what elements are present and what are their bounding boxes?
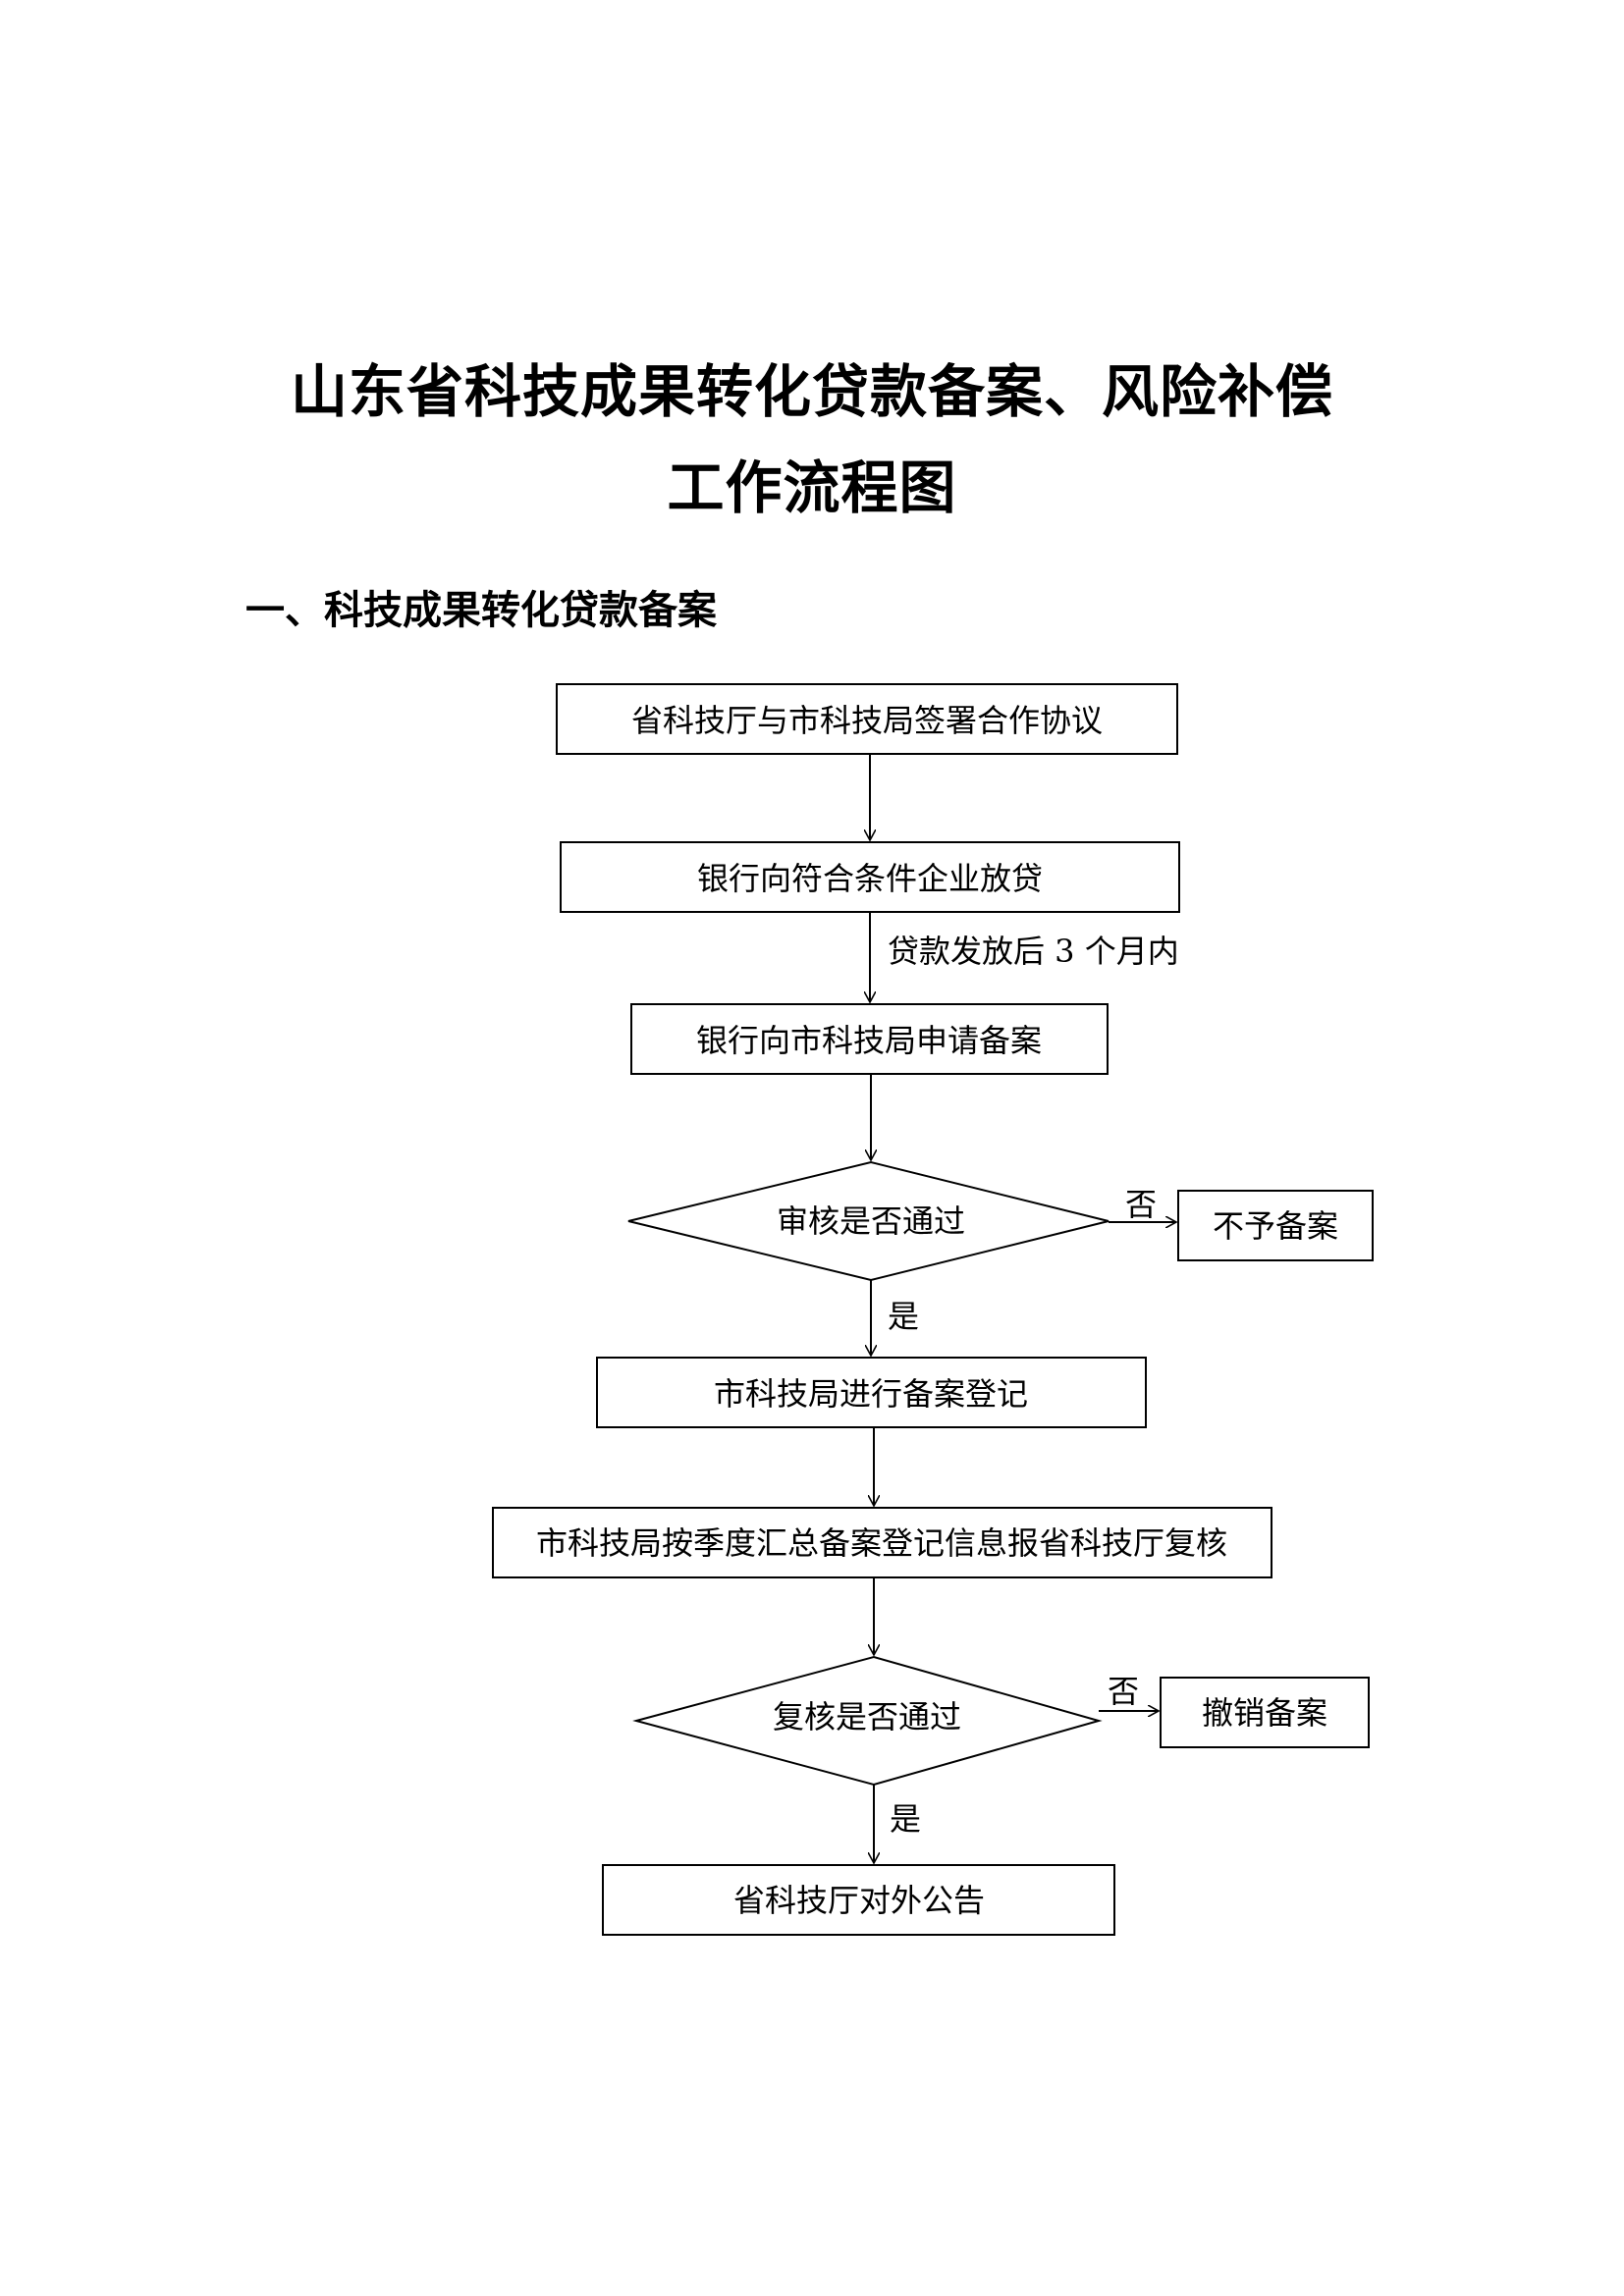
step-bank-apply-filing-label: 银行向市科技局申请备案 [696,1022,1042,1059]
step-public-announcement-label: 省科技厅对外公告 [733,1882,985,1919]
step-quarterly-summary-box [492,1507,1272,1578]
edge-within-3-months-label: 贷款发放后 3 个月内 [888,933,1179,970]
decision-recheck-passed-diamond [632,1655,1103,1787]
decision2-no-label: 否 [1108,1673,1139,1710]
page-title-line-2: 工作流程图 [667,454,957,521]
page-title-line-1: 山东省科技成果转化贷款备案、风险补偿 [290,358,1333,425]
result-revoke-filing-label: 撤销备案 [1202,1694,1327,1732]
step-city-registration-box [596,1357,1147,1428]
decision-review-passed-label: 审核是否通过 [777,1202,965,1240]
result-revoke-filing-box [1160,1677,1370,1748]
step-city-registration-label: 市科技局进行备案登记 [714,1375,1028,1413]
decision1-yes-label: 是 [888,1298,919,1335]
step-sign-agreement-label: 省科技厅与市科技局签署合作协议 [631,702,1103,739]
result-not-filed-box [1177,1190,1374,1261]
step-sign-agreement-box [556,683,1178,755]
section-heading: 一、科技成果转化贷款备案 [245,588,717,633]
step-bank-apply-filing-box [630,1003,1109,1075]
decision-recheck-passed-label: 复核是否通过 [773,1698,961,1735]
step-bank-lending-label: 银行向符合条件企业放贷 [697,860,1043,897]
decision1-no-label: 否 [1125,1186,1157,1223]
result-not-filed-label: 不予备案 [1213,1207,1338,1245]
step-quarterly-summary-label: 市科技局按季度汇总备案登记信息报省科技厅复核 [536,1524,1227,1562]
step-public-announcement-box [602,1864,1115,1936]
decision2-yes-label: 是 [890,1800,921,1838]
